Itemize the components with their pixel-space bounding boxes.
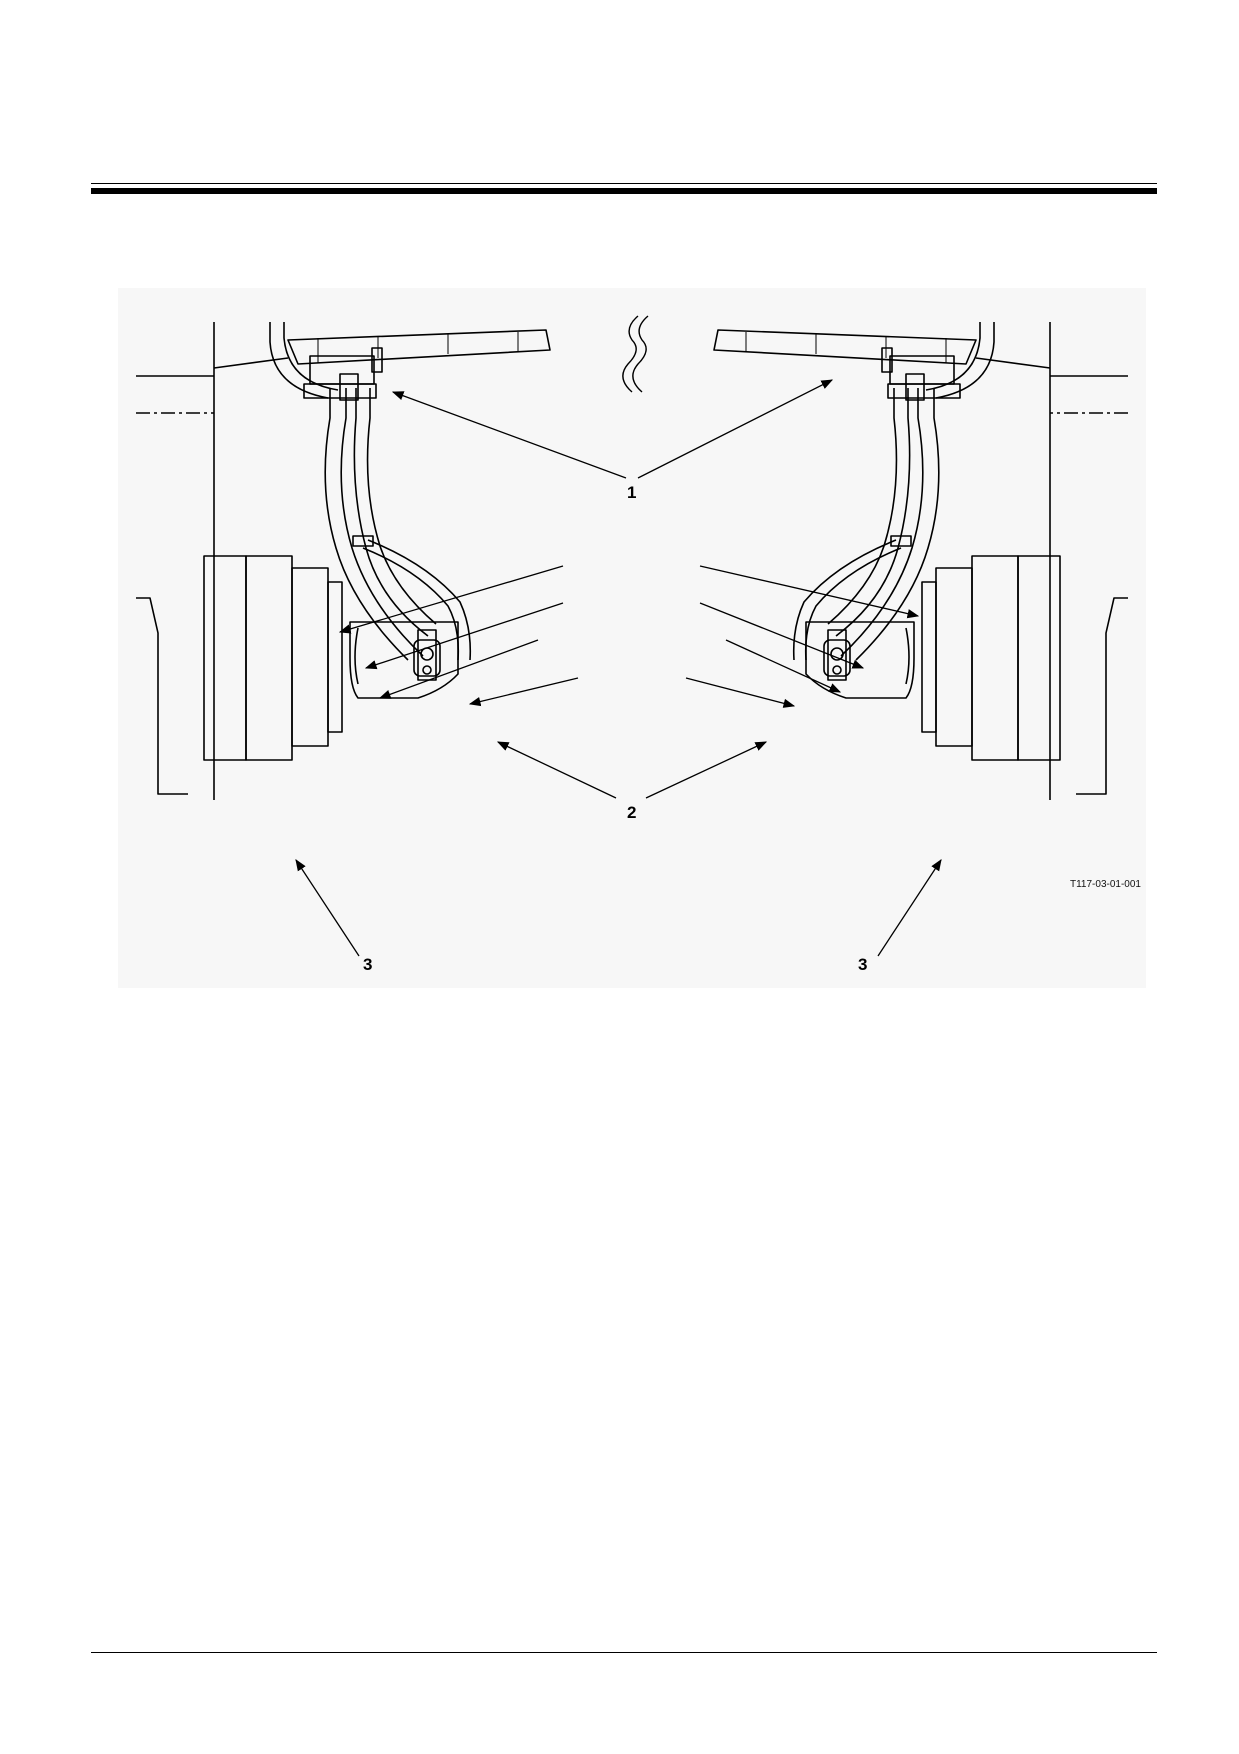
leader-lines xyxy=(295,379,942,957)
footer-rule xyxy=(91,1652,1157,1653)
callout-3-left: 3 xyxy=(363,955,373,974)
figure-id: T117-03-01-001 xyxy=(1070,879,1141,890)
hose-assembly-drawing xyxy=(136,315,1128,957)
left-assembly xyxy=(136,322,551,800)
header-rule-thin xyxy=(91,183,1157,184)
technical-illustration: 1 2 3 3 T117-03-01-001 xyxy=(118,288,1146,988)
callout-2: 2 xyxy=(627,803,637,822)
break-line xyxy=(622,315,639,393)
header-rule xyxy=(91,188,1157,194)
right-assembly xyxy=(713,322,1128,800)
callout-1: 1 xyxy=(627,483,637,502)
callout-3-right: 3 xyxy=(858,955,868,974)
